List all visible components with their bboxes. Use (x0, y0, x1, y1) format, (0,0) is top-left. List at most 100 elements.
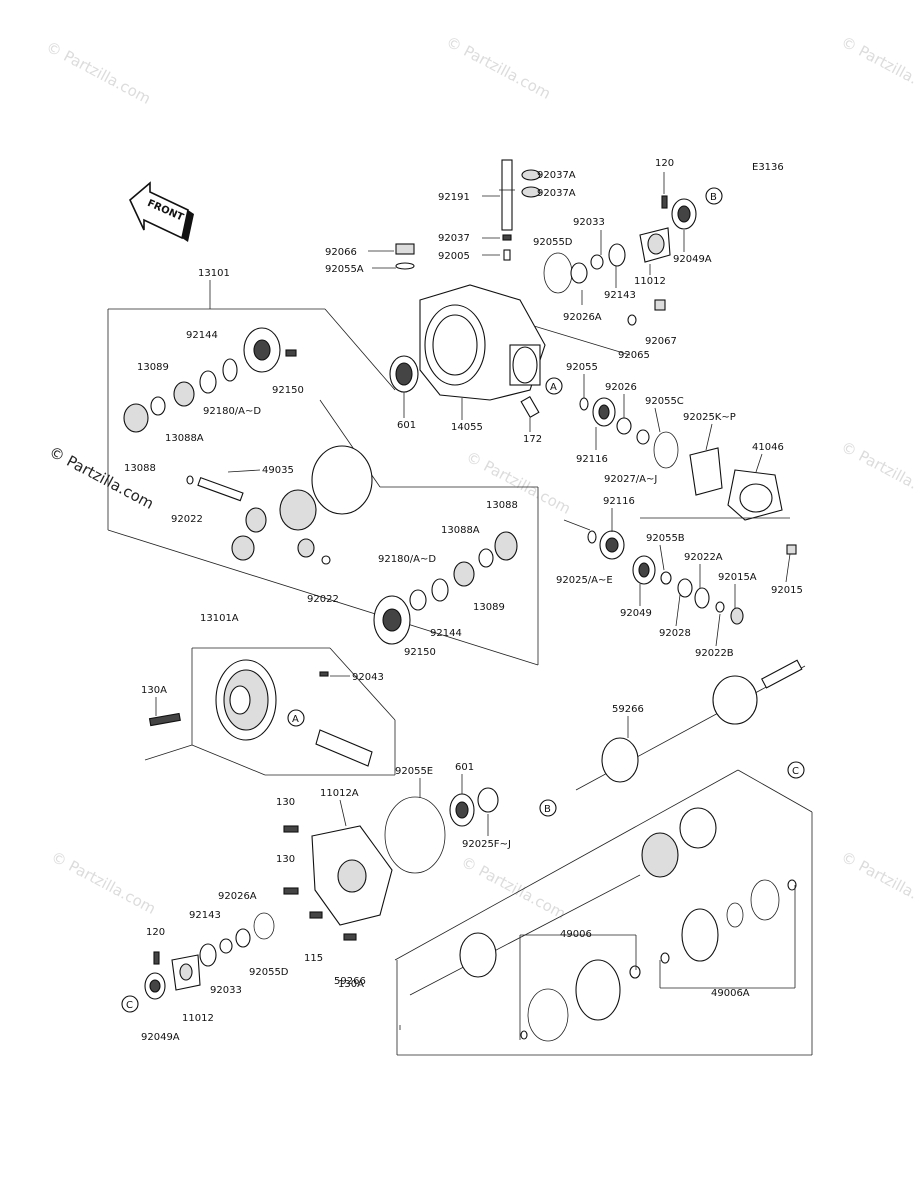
part-label: 92066 (325, 247, 357, 258)
part-label: 130A (338, 979, 364, 990)
part-label: 92055D (533, 237, 573, 248)
part-label: 130 (276, 854, 295, 865)
part-label: 13088A (165, 433, 204, 444)
ref-a: A (550, 382, 557, 393)
part-label: 92065 (618, 350, 650, 361)
part-label: 13088A (441, 525, 480, 536)
part-label: 92022 (171, 514, 203, 525)
part-label: 92033 (210, 985, 242, 996)
part-label: 92022 (307, 594, 339, 605)
watermark: © Partzilla.com (463, 448, 574, 518)
watermark: © Partzilla.com (48, 848, 159, 918)
diagram-code: E3136 (752, 162, 784, 173)
part-label: 92022A (684, 552, 723, 563)
part-label: 172 (523, 434, 542, 445)
ref-b: B (544, 804, 551, 815)
part-label: 601 (397, 420, 416, 431)
part-label: 92143 (189, 910, 221, 921)
watermark: © Partzilla.com (458, 853, 569, 923)
part-label: 92015 (771, 585, 803, 596)
shaft-group (144, 659, 806, 1000)
part-label: 92055A (325, 264, 364, 275)
part-label: 92055 (566, 362, 598, 373)
part-label: 49006 (560, 929, 592, 940)
part-label: 13101 (198, 268, 230, 279)
ref-c: C (126, 1000, 133, 1011)
watermarks: © Partzilla.com © Partzilla.com © Partzi… (43, 33, 916, 923)
part-label: 92150 (272, 385, 304, 396)
part-label: 120 (655, 158, 674, 169)
part-label: 13089 (137, 362, 169, 373)
part-label: 92055D (249, 967, 289, 978)
watermark: © Partzilla.com (43, 38, 154, 108)
watermark: © Partzilla.com (838, 33, 916, 103)
part-label: 13089 (473, 602, 505, 613)
part-label: 49006A (711, 988, 750, 999)
part-label: 13101A (200, 613, 239, 624)
part-label: 92043 (352, 672, 384, 683)
part-label: 14055 (451, 422, 483, 433)
part-label: 92180/A~D (378, 554, 436, 565)
part-label: 13088 (486, 500, 518, 511)
part-label: 92026A (218, 891, 257, 902)
part-label: 92067 (645, 336, 677, 347)
part-label: 92037 (438, 233, 470, 244)
circle-refs: B A A B C C (121, 187, 805, 1013)
part-label: 92143 (604, 290, 636, 301)
part-label: 41046 (752, 442, 784, 453)
part-label: 92037A (537, 170, 576, 181)
part-label: 59266 (612, 704, 644, 715)
part-label: 92055E (395, 766, 433, 777)
part-label: 92116 (576, 454, 608, 465)
part-label: 92025F~J (462, 839, 511, 850)
part-label: 92037A (537, 188, 576, 199)
part-label: 11012 (634, 276, 666, 287)
front-arrow-icon: FRONT (129, 181, 194, 242)
part-label: 59266 (334, 976, 366, 987)
watermark: © Partzilla.com (838, 848, 916, 918)
part-label: 92026A (563, 312, 602, 323)
part-label: 92191 (438, 192, 470, 203)
part-label: 92027/A~J (604, 474, 657, 485)
part-label: 92025K~P (683, 412, 736, 423)
part-label: 115 (304, 953, 323, 964)
part-label: 92049 (620, 608, 652, 619)
ref-a: A (292, 714, 299, 725)
ring-gear-group (144, 647, 396, 776)
part-label: 11012A (320, 788, 359, 799)
part-label: 120 (146, 927, 165, 938)
watermark: © Partzilla.com (443, 33, 554, 103)
axle-box (394, 769, 813, 1056)
part-label: 92055C (645, 396, 684, 407)
ref-b: B (710, 192, 717, 203)
leader-lines (155, 172, 791, 1030)
part-label: 49035 (262, 465, 294, 476)
part-label: 92026 (605, 382, 637, 393)
differential-box (107, 280, 539, 666)
part-label: 601 (455, 762, 474, 773)
top-parts (389, 159, 797, 625)
part-label: 130 (276, 797, 295, 808)
part-label: 11012 (182, 1013, 214, 1024)
part-labels: 92037A 92037A 92191 92037 92005 92066 92… (124, 158, 803, 1043)
part-label: 92028 (659, 628, 691, 639)
part-label: 92150 (404, 647, 436, 658)
part-label: 13088 (124, 463, 156, 474)
part-label: 92049A (141, 1032, 180, 1043)
part-label: 92055B (646, 533, 685, 544)
part-label: 130A (141, 685, 167, 696)
part-label: 92144 (430, 628, 462, 639)
part-label: 92116 (603, 496, 635, 507)
part-label: 92025/A~E (556, 575, 613, 586)
part-label: 92144 (186, 330, 218, 341)
watermark: © Partzilla.com (838, 438, 916, 508)
watermark: © Partzilla.com (46, 443, 157, 513)
part-label: 92005 (438, 251, 470, 262)
part-label: 92180/A~D (203, 406, 261, 417)
part-label: 92033 (573, 217, 605, 228)
ref-c: C (792, 766, 799, 777)
part-label: 92015A (718, 572, 757, 583)
part-label: 92049A (673, 254, 712, 265)
part-label: 92022B (695, 648, 734, 659)
